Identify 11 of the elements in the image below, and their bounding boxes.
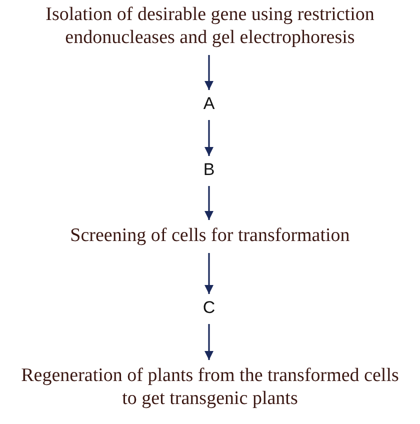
arrow — [204, 55, 214, 90]
arrow — [204, 120, 214, 156]
arrow — [204, 324, 214, 360]
step-letter: A — [199, 94, 219, 114]
step-letter: C — [199, 298, 219, 318]
step-text: Regeneration of plants from the transformed cells to get transgenic plants — [20, 364, 400, 410]
step-text: Screening of cells for transformation — [40, 224, 380, 247]
step-text: Isolation of desirable gene using restriction endonucleases and gel electrophoresis — [20, 3, 400, 49]
arrow — [204, 186, 214, 220]
step-letter: B — [199, 160, 219, 180]
arrow — [204, 253, 214, 294]
